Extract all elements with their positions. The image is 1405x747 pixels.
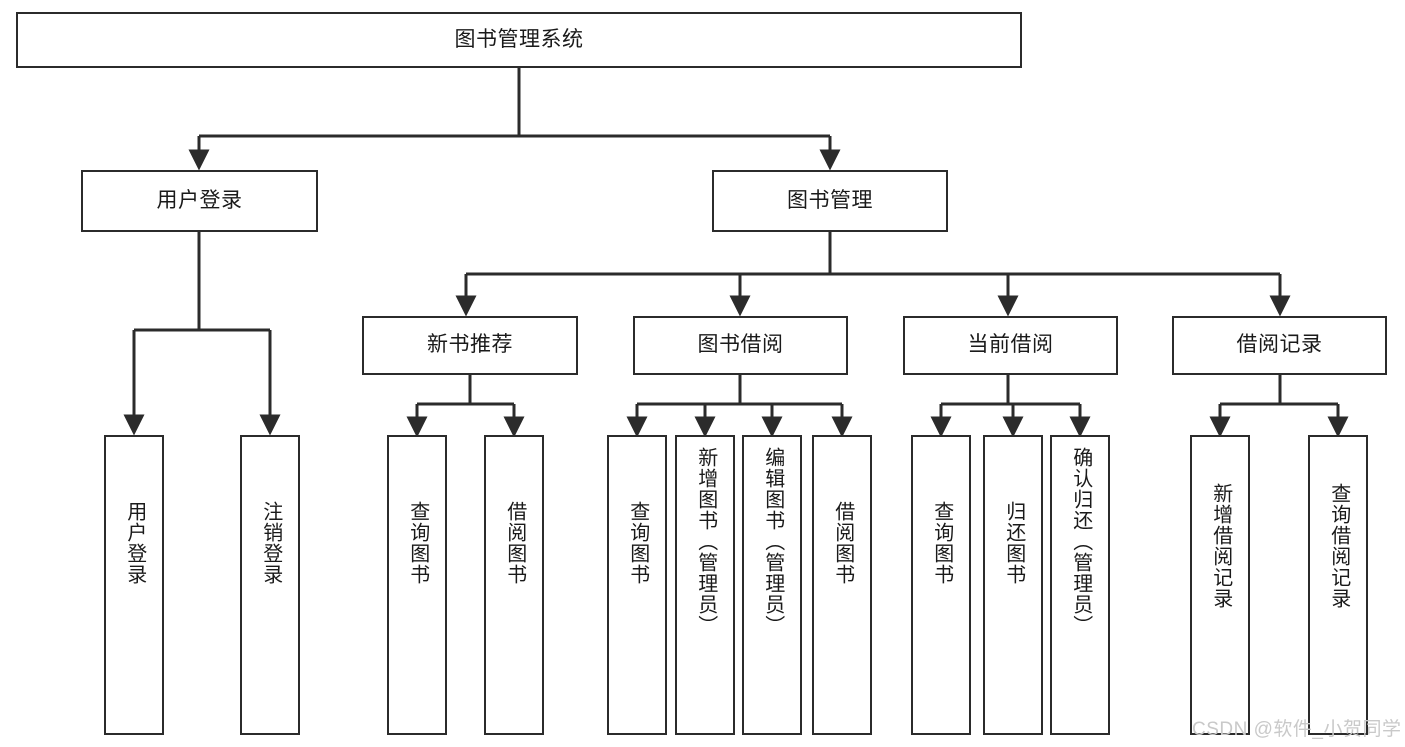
node-leaf-add-book-admin[interactable]: 新增图书（管理员） [675,435,735,735]
node-leaf-return-book-label: 归还图书 [1002,501,1025,585]
node-leaf-query-borrow-record-label: 查询借阅记录 [1327,483,1350,609]
node-book-manage[interactable]: 图书管理 [712,170,948,232]
node-leaf-edit-book-admin-label: 编辑图书（管理员） [761,447,784,636]
node-new-book-rec[interactable]: 新书推荐 [362,316,578,375]
node-current-borrow-label: 当前借阅 [967,333,1054,357]
node-root-label: 图书管理系统 [454,27,584,51]
node-borrow-record[interactable]: 借阅记录 [1172,316,1387,375]
node-root[interactable]: 图书管理系统 [16,12,1022,68]
node-book-borrow-label: 图书借阅 [697,333,784,357]
node-new-book-rec-label: 新书推荐 [427,333,513,357]
node-leaf-query-book-1[interactable]: 查询图书 [387,435,447,735]
node-user-login-label: 用户登录 [156,188,243,212]
node-borrow-record-label: 借阅记录 [1236,333,1323,357]
node-leaf-logout[interactable]: 注销登录 [240,435,300,735]
node-leaf-user-login-label: 用户登录 [123,501,146,585]
node-leaf-add-borrow-record-label: 新增借阅记录 [1209,483,1232,609]
node-leaf-query-borrow-record[interactable]: 查询借阅记录 [1308,435,1368,735]
node-leaf-confirm-return-admin-label: 确认归还（管理员） [1069,447,1092,636]
node-leaf-return-book[interactable]: 归还图书 [983,435,1043,735]
node-leaf-add-book-admin-label: 新增图书（管理员） [694,447,717,636]
node-leaf-query-book-3[interactable]: 查询图书 [911,435,971,735]
node-current-borrow[interactable]: 当前借阅 [903,316,1118,375]
node-leaf-borrow-book-1[interactable]: 借阅图书 [484,435,544,735]
node-leaf-confirm-return-admin[interactable]: 确认归还（管理员） [1050,435,1110,735]
node-leaf-query-book-2[interactable]: 查询图书 [607,435,667,735]
node-leaf-add-borrow-record[interactable]: 新增借阅记录 [1190,435,1250,735]
node-book-borrow[interactable]: 图书借阅 [633,316,848,375]
node-user-login[interactable]: 用户登录 [81,170,318,232]
node-book-manage-label: 图书管理 [787,188,873,212]
node-leaf-query-book-1-label: 查询图书 [406,501,429,585]
node-leaf-query-book-3-label: 查询图书 [930,501,953,585]
node-leaf-borrow-book-2[interactable]: 借阅图书 [812,435,872,735]
node-leaf-user-login[interactable]: 用户登录 [104,435,164,735]
csdn-watermark: CSDN @软件_小贺同学 [1192,719,1402,740]
node-leaf-edit-book-admin[interactable]: 编辑图书（管理员） [742,435,802,735]
node-leaf-query-book-2-label: 查询图书 [626,501,649,585]
node-leaf-logout-label: 注销登录 [259,501,282,585]
node-leaf-borrow-book-2-label: 借阅图书 [831,501,854,585]
node-leaf-borrow-book-1-label: 借阅图书 [503,501,526,585]
